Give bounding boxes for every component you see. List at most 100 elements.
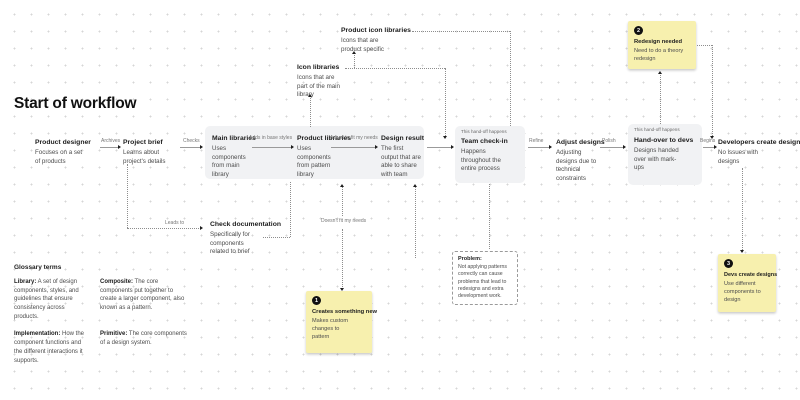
node-title: Project brief bbox=[123, 139, 163, 146]
card-tag: This hand-off happens bbox=[461, 129, 507, 134]
glossary-item: Implementation: How the component functi… bbox=[14, 331, 85, 364]
node-project-brief[interactable]: Project brief Learns about project's det… bbox=[123, 139, 179, 166]
card-team-check-in[interactable] bbox=[455, 126, 525, 183]
card-libraries-group[interactable] bbox=[205, 126, 424, 179]
connector-icon-libraries-elbow bbox=[345, 68, 445, 69]
node-adjust-designs[interactable]: Adjust designs Adjusting designs due to … bbox=[556, 139, 606, 183]
problem-note[interactable]: Problem: Not applying patterns correctly… bbox=[452, 251, 518, 306]
node-icon-libraries[interactable]: Icon libraries Icons that are part of th… bbox=[297, 64, 349, 100]
connector-flow-2 bbox=[180, 147, 201, 148]
page-title: Start of workflow bbox=[14, 95, 137, 112]
node-title: Icon libraries bbox=[297, 64, 340, 71]
connector-flow-5 bbox=[427, 147, 452, 148]
card-tag: This hand-off happens bbox=[634, 127, 680, 132]
node-title: Main libraries bbox=[212, 135, 256, 142]
node-product-designer[interactable]: Product designer Focuses on a set of pro… bbox=[35, 139, 97, 166]
edge-label-archives: Archives bbox=[101, 138, 121, 144]
arrowhead bbox=[340, 288, 344, 291]
arrowhead bbox=[340, 184, 344, 187]
problem-title: Problem: bbox=[458, 256, 482, 262]
node-developers[interactable]: Developers create designs No issues with… bbox=[718, 139, 800, 166]
sticky-desc: Makes custom changes to pattern bbox=[312, 318, 349, 340]
glossary-block[interactable]: Glossary terms Library: A set of design … bbox=[14, 264, 190, 365]
node-desc: Adjusting designs due to technical const… bbox=[556, 149, 597, 182]
node-desc: No issues with designs bbox=[718, 149, 758, 165]
connector-flow-6 bbox=[528, 147, 550, 148]
arrowhead bbox=[200, 226, 203, 230]
connector-main-to-icon-libraries bbox=[310, 96, 311, 127]
node-title: Product designer bbox=[35, 139, 91, 146]
sticky-number-badge: 1 bbox=[312, 296, 321, 305]
node-desc: Learns about project's details bbox=[123, 149, 166, 165]
node-design-result[interactable]: Design result The first output that are … bbox=[381, 135, 425, 179]
sticky-creates-something-new[interactable]: 1 Creates something new Makes custom cha… bbox=[306, 291, 377, 353]
node-hand-over[interactable]: Hand-over to devs Designs handed over wi… bbox=[634, 137, 696, 173]
arrowhead bbox=[623, 145, 626, 149]
node-desc: Uses components from pattern library bbox=[297, 145, 331, 178]
node-team-check-in[interactable]: Team check-in Happens throughout the ent… bbox=[461, 138, 519, 174]
arrowhead bbox=[200, 145, 203, 149]
node-title: Design result bbox=[381, 135, 425, 142]
connector-product-icon-elbow bbox=[510, 31, 511, 126]
problem-desc: Not applying patterns correctly can caus… bbox=[458, 264, 508, 300]
node-title: Developers create designs bbox=[718, 139, 800, 146]
node-desc: Focuses on a set of products bbox=[35, 149, 83, 165]
node-product-icon-libraries[interactable]: Product icon libraries Icons that are pr… bbox=[341, 27, 421, 54]
sticky-desc: Need to do a theory redesign bbox=[634, 48, 684, 62]
connector-flow-8 bbox=[703, 147, 715, 148]
sticky-title: Redesign needed bbox=[634, 39, 682, 45]
sticky-title: Devs create designs bbox=[724, 272, 778, 278]
arrowhead bbox=[451, 145, 454, 149]
card-hand-over[interactable] bbox=[628, 124, 702, 185]
connector-doesnt-fit bbox=[342, 186, 343, 216]
connector-redesign-to-developers bbox=[712, 45, 713, 136]
connector-doesnt-fit bbox=[342, 229, 343, 289]
arrowhead bbox=[658, 71, 662, 74]
node-desc: Specifically for components related to b… bbox=[210, 231, 250, 256]
arrowhead bbox=[352, 51, 356, 54]
node-desc: Icons that are product specific bbox=[341, 37, 384, 53]
arrowhead bbox=[308, 94, 312, 97]
connector-brief-to-docs bbox=[127, 228, 201, 229]
sticky-devs-create-designs[interactable]: 3 Devs create designs Use different comp… bbox=[718, 254, 778, 312]
sticky-desc: Use different components to design bbox=[724, 281, 761, 303]
connector-redesign-to-handover bbox=[660, 73, 661, 124]
connector-flow-1 bbox=[100, 147, 119, 148]
sticky-number-badge: 2 bbox=[634, 26, 643, 35]
connector-card-to-docs bbox=[290, 182, 291, 237]
node-desc: Uses components from main library bbox=[212, 145, 246, 178]
sticky-redesign-needed[interactable]: 2 Redesign needed Need to do a theory re… bbox=[628, 21, 696, 69]
node-desc: Designs handed over with mark-ups bbox=[634, 147, 679, 172]
node-title: Product icon libraries bbox=[341, 27, 411, 34]
connector-redesign-to-developers bbox=[697, 45, 712, 46]
connector-product-icon-elbow bbox=[412, 31, 510, 32]
node-product-libraries[interactable]: Product libraries Uses components from p… bbox=[297, 135, 352, 179]
connector-flow-3 bbox=[252, 147, 292, 148]
node-main-libraries[interactable]: Main libraries Uses components from main… bbox=[212, 135, 256, 179]
node-title: Hand-over to devs bbox=[634, 137, 694, 144]
glossary-item: Primitive: The core components of a desi… bbox=[100, 331, 187, 347]
arrowhead bbox=[740, 250, 744, 253]
arrowhead bbox=[413, 184, 417, 187]
edge-label-adjust-fit: Adjust to fit my needs bbox=[330, 135, 378, 141]
glossary-item: Composite: The core components put toget… bbox=[100, 279, 185, 312]
glossary-title: Glossary terms bbox=[14, 264, 62, 271]
node-title: Check documentation bbox=[210, 221, 281, 228]
edge-label-adds-base-styles: Adds in base styles bbox=[249, 135, 293, 141]
arrowhead bbox=[375, 145, 378, 149]
glossary-item: Library: A set of design components, sty… bbox=[14, 279, 79, 320]
connector-flow-4 bbox=[331, 147, 376, 148]
edge-label-leads-to: Leads to bbox=[165, 220, 185, 226]
node-desc: The first output that are able to share … bbox=[381, 145, 421, 178]
arrowhead bbox=[118, 145, 121, 149]
node-check-documentation[interactable]: Check documentation Specifically for com… bbox=[210, 221, 281, 257]
edge-label-begins: Begins bbox=[700, 138, 716, 144]
node-title: Product libraries bbox=[297, 135, 352, 142]
connector-developers-to-sticky bbox=[742, 168, 743, 252]
connector-card-to-docs bbox=[263, 237, 290, 238]
arrowhead bbox=[714, 145, 717, 149]
connector-icon-to-product-icon bbox=[354, 53, 355, 68]
connector-flow-7 bbox=[600, 147, 624, 148]
node-desc: Happens throughout the entire process bbox=[461, 148, 501, 173]
